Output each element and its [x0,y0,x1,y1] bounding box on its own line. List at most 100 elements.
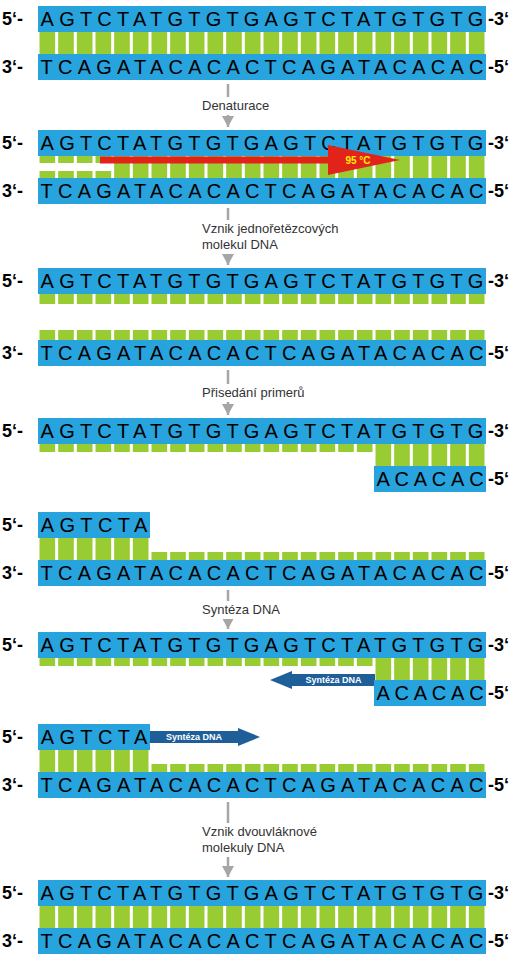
base-pair [96,906,112,928]
base-pair [77,658,93,666]
base-sequence: AGTCTATGTGTGAGTCTATGTGTG [38,418,486,444]
base-pair [413,552,429,560]
base-sequence: ACACAC [374,466,486,492]
base-pair [413,156,429,178]
base-pair [301,764,317,772]
base-pair [170,330,186,340]
base-pair [40,330,56,340]
base-pair [58,658,74,666]
base-pair [77,750,93,772]
strand-end-label: -3‘ [486,6,516,32]
base-pair [58,538,74,560]
strand-end-label: -5‘ [486,560,516,586]
base-pair [96,658,112,666]
base-pair [96,444,112,452]
base-pair [320,32,336,54]
base-pair [208,294,224,304]
base-pair [376,764,392,772]
strand-end-label: 5‘- [0,418,38,444]
base-pair [450,330,466,340]
base-pair [58,32,74,54]
strand-end-label: -5‘ [486,772,516,798]
base-pair [114,658,130,666]
base-pair [320,294,336,304]
base-pair [170,658,186,666]
base-pair [394,294,410,304]
base-pair [245,552,261,560]
base-pair [96,330,112,340]
base-pair [301,330,317,340]
base-pair [226,906,242,928]
base-pair [133,330,149,340]
base-pair [40,294,56,304]
base-sequence: TCAGATACACACTCAGATACACAC [38,928,486,954]
strand-end-label: 5‘- [0,268,38,294]
base-pair [170,552,186,560]
base-pair [432,444,448,466]
base-pair [189,330,205,340]
step-label: Syntéza DNA [200,601,282,619]
base-pair [338,444,354,452]
strand-end-label: -3‘ [486,880,516,906]
base-pair [245,764,261,772]
base-pair [189,294,205,304]
arrow-shape [150,728,260,746]
base-sequence: TCAGATACACACTCAGATACACAC [38,178,486,204]
base-pair [58,156,74,163]
base-pair [114,294,130,304]
base-pair [357,552,373,560]
dna-strand: 5‘-AGTCTATGTGTGAGTCTATGTGTG-3‘ [0,130,516,156]
base-pair [432,552,448,560]
strand-end-label: -3‘ [486,268,516,294]
dna-strand: 5‘-AGTCTA [0,512,150,538]
base-pair [58,330,74,340]
base-pair [208,32,224,54]
base-pair [357,764,373,772]
base-pair [450,32,466,54]
base-pair [170,764,186,772]
strand-end-label: -3‘ [486,130,516,156]
base-pair [114,906,130,928]
base-pair [96,294,112,304]
base-pair [226,764,242,772]
base-sequence: AGTCTATGTGTGAGTCTATGTGTG [38,880,486,906]
base-pair [152,294,168,304]
base-sequence: AGTCTA [38,512,150,538]
base-pair [432,658,448,680]
base-pair [432,294,448,304]
base-pair [152,444,168,452]
base-pair [114,444,130,452]
strand-end-label: -5‘ [486,928,516,954]
base-pair [469,552,485,560]
base-pair [413,32,429,54]
base-pair [114,330,130,340]
base-pair [152,330,168,340]
base-pair [432,32,448,54]
strand-end-label: -5‘ [486,680,516,706]
base-pair [432,764,448,772]
base-pair [114,538,130,560]
base-pair [282,906,298,928]
dna-strand: 3‘-TCAGATACACACTCAGATACACAC-5‘ [0,560,516,586]
base-pair [77,906,93,928]
base-pair [114,32,130,54]
base-pair [282,552,298,560]
base-pair [77,156,93,163]
dna-strand: 5‘-AGTCTATGTGTGAGTCTATGTGTG-3‘ [0,880,516,906]
base-pair [133,906,149,928]
base-pair [338,764,354,772]
base-pair [338,294,354,304]
base-pair [189,764,205,772]
dna-strand: 3‘-TCAGATACACACTCAGATACACAC-5‘ [0,340,516,366]
base-pair [133,294,149,304]
base-pair [376,330,392,340]
base-pair [208,552,224,560]
base-pair [152,658,168,666]
base-pair [264,294,280,304]
base-pair [338,32,354,54]
dna-strand: 5‘-AGTCTA [0,724,150,750]
base-pair [376,32,392,54]
base-pair [394,444,410,466]
base-pair [282,444,298,452]
base-pair [40,750,56,772]
